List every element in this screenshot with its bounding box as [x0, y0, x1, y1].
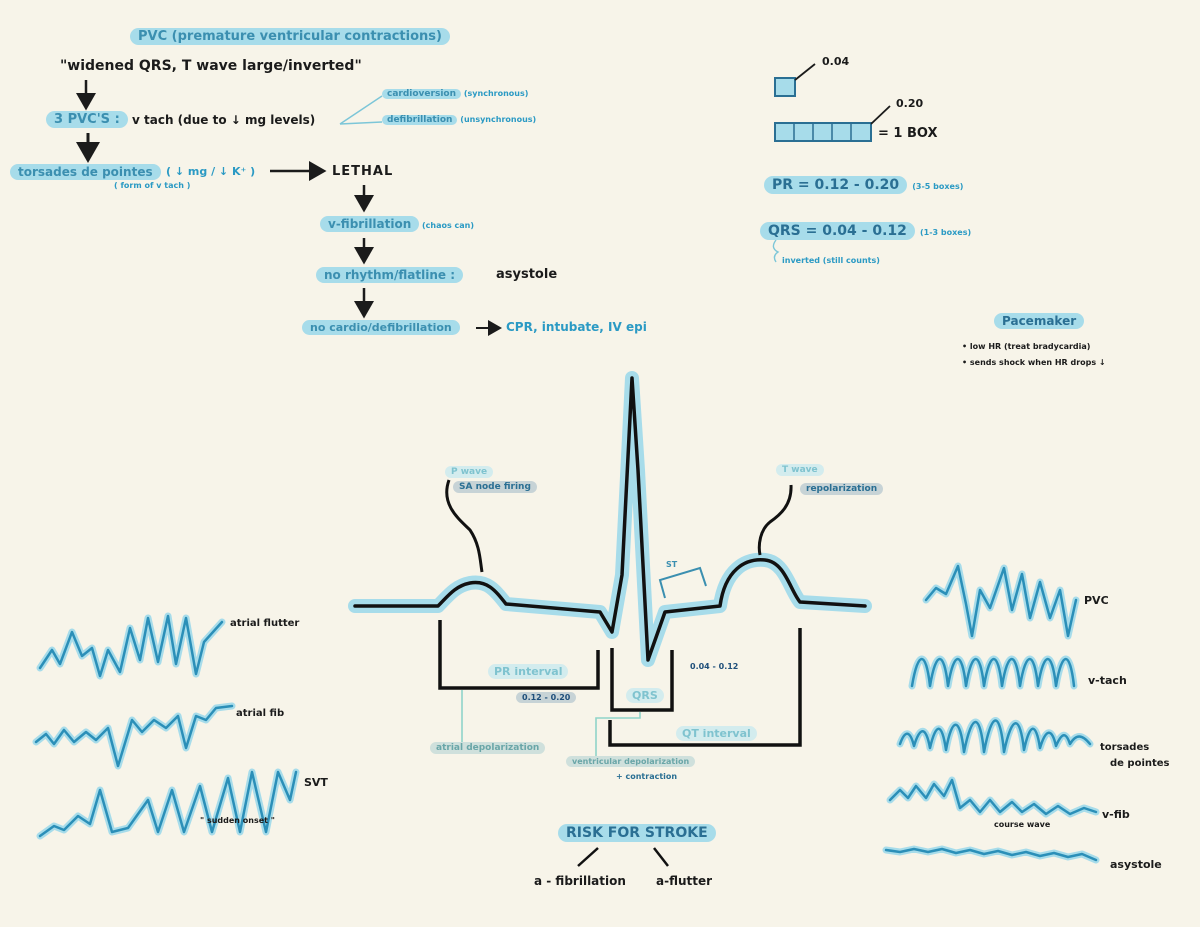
sudden-onset-note: " sudden onset " — [200, 816, 275, 825]
no-cardio-label: no cardio/defibrillation — [302, 320, 460, 335]
sa-node-label: SA node firing — [453, 481, 537, 493]
connector-vtach-options — [339, 95, 383, 125]
vfib-strip-glow — [886, 776, 1100, 818]
cardioversion-note: (synchronous) — [463, 89, 529, 98]
small-box — [774, 77, 796, 97]
atrial-fib-label: atrial fib — [236, 708, 285, 719]
vtach-strip-label: v-tach — [1088, 674, 1127, 687]
lethal-label: LETHAL — [332, 164, 394, 179]
torsades-strip — [898, 719, 1092, 754]
stroke-line-left — [577, 847, 599, 867]
p-wave-leader — [445, 479, 484, 573]
qrs-range: QRS = 0.04 - 0.12 (1-3 boxes) — [760, 220, 972, 240]
qrs-bracket — [610, 648, 674, 712]
ecg-waveform — [353, 376, 867, 662]
defibrillation-label: defibrillation — [382, 115, 458, 125]
torsades-strip-label-2: de pointes — [1110, 758, 1170, 769]
large-box — [774, 122, 872, 142]
pr-interval-bracket — [438, 620, 600, 690]
vfib-note: (chaos can) — [422, 221, 475, 230]
cardioversion-option: cardioversion (synchronous) — [382, 89, 528, 99]
vent-connector — [595, 712, 641, 762]
vtach-text: v tach (due to ↓ mg levels) — [132, 113, 316, 127]
stroke-title: RISK FOR STROKE — [558, 824, 716, 842]
pacemaker-title: Pacemaker — [994, 313, 1085, 329]
qrs-bracket-label: QRS — [626, 688, 664, 703]
qrs-range-note: (1-3 boxes) — [919, 228, 972, 237]
cardioversion-label: cardioversion — [382, 89, 461, 99]
defibrillation-option: defibrillation (unsynchronous) — [382, 115, 536, 125]
qrs-range-label: QRS = 0.04 - 0.12 — [760, 222, 915, 240]
pr-range: PR = 0.12 - 0.20 (3-5 boxes) — [764, 174, 964, 194]
svt-label: SVT — [304, 776, 328, 789]
cpr-label: CPR, intubate, IV epi — [506, 320, 647, 334]
torsades-note: ( form of v tach ) — [114, 181, 191, 190]
stroke-line-right — [653, 847, 669, 867]
asystole-strip — [884, 847, 1098, 862]
large-box-leader — [870, 105, 891, 125]
small-box-leader — [794, 63, 816, 81]
pr-range-label: PR = 0.12 - 0.20 — [764, 176, 908, 194]
inverted-note: inverted (still counts) — [782, 256, 880, 265]
atrial-fib-strip — [34, 704, 234, 768]
atrial-flutter-label: atrial flutter — [230, 618, 300, 629]
p-wave-label: P wave — [445, 466, 494, 478]
no-rhythm-label: no rhythm/flatline : — [316, 267, 464, 283]
st-label: ST — [666, 560, 678, 569]
pvc-strip — [924, 564, 1078, 638]
inverted-bracket — [772, 239, 780, 263]
pr-range-note: (3-5 boxes) — [912, 182, 964, 191]
asystole-strip-label: asystole — [1110, 858, 1162, 871]
atrial-fib-strip-glow — [32, 702, 236, 770]
svt-strip — [38, 770, 298, 838]
stroke-a-flutter: a-flutter — [656, 874, 713, 888]
vent-depol-label: ventricular depolarization — [566, 756, 696, 767]
st-bracket — [658, 566, 707, 599]
t-wave-label: T wave — [776, 464, 824, 476]
torsades-strip-label-1: torsades — [1100, 742, 1150, 753]
pr-interval-label: PR interval — [488, 664, 569, 679]
torsades-label: torsades de pointes — [10, 164, 161, 180]
pvc-quote: "widened QRS, T wave large/inverted" — [60, 58, 362, 74]
t-wave-leader — [757, 484, 793, 556]
vfib-label: v-fibrillation — [320, 216, 420, 232]
qt-interval-bracket — [608, 628, 802, 747]
three-pvcs-label: 3 PVC'S : — [46, 111, 128, 128]
atrial-depol-label: atrial depolarization — [430, 742, 546, 754]
pr-interval-value: 0.12 - 0.20 — [516, 692, 577, 703]
pacemaker-item-2: • sends shock when HR drops ↓ — [962, 358, 1106, 367]
torsades-condition: ( ↓ mg / ↓ K⁺ ) — [166, 165, 256, 178]
vent-contract-label: + contraction — [616, 772, 678, 781]
vfib-strip-label: v-fib — [1102, 808, 1130, 821]
vtach-strip — [910, 658, 1076, 688]
one-box-label: = 1 BOX — [878, 126, 938, 141]
large-box-label: 0.20 — [896, 97, 924, 110]
stroke-a-fib: a - fibrillation — [534, 874, 626, 888]
pvc-strip-label: PVC — [1084, 594, 1109, 607]
vfib-strip-note: course wave — [994, 820, 1051, 829]
asystole-label: asystole — [496, 267, 558, 282]
qrs-bracket-value: 0.04 - 0.12 — [690, 662, 739, 671]
atrial-flutter-strip — [38, 614, 224, 678]
small-box-label: 0.04 — [822, 55, 850, 68]
pacemaker-item-1: • low HR (treat bradycardia) — [962, 342, 1091, 351]
ecg-glow — [348, 371, 872, 667]
defibrillation-note: (unsynchronous) — [460, 115, 537, 124]
pvc-title: PVC (premature ventricular contractions) — [130, 28, 450, 45]
vfib-strip — [888, 778, 1098, 816]
qt-interval-label: QT interval — [676, 726, 757, 741]
repolarization-label: repolarization — [800, 483, 884, 495]
